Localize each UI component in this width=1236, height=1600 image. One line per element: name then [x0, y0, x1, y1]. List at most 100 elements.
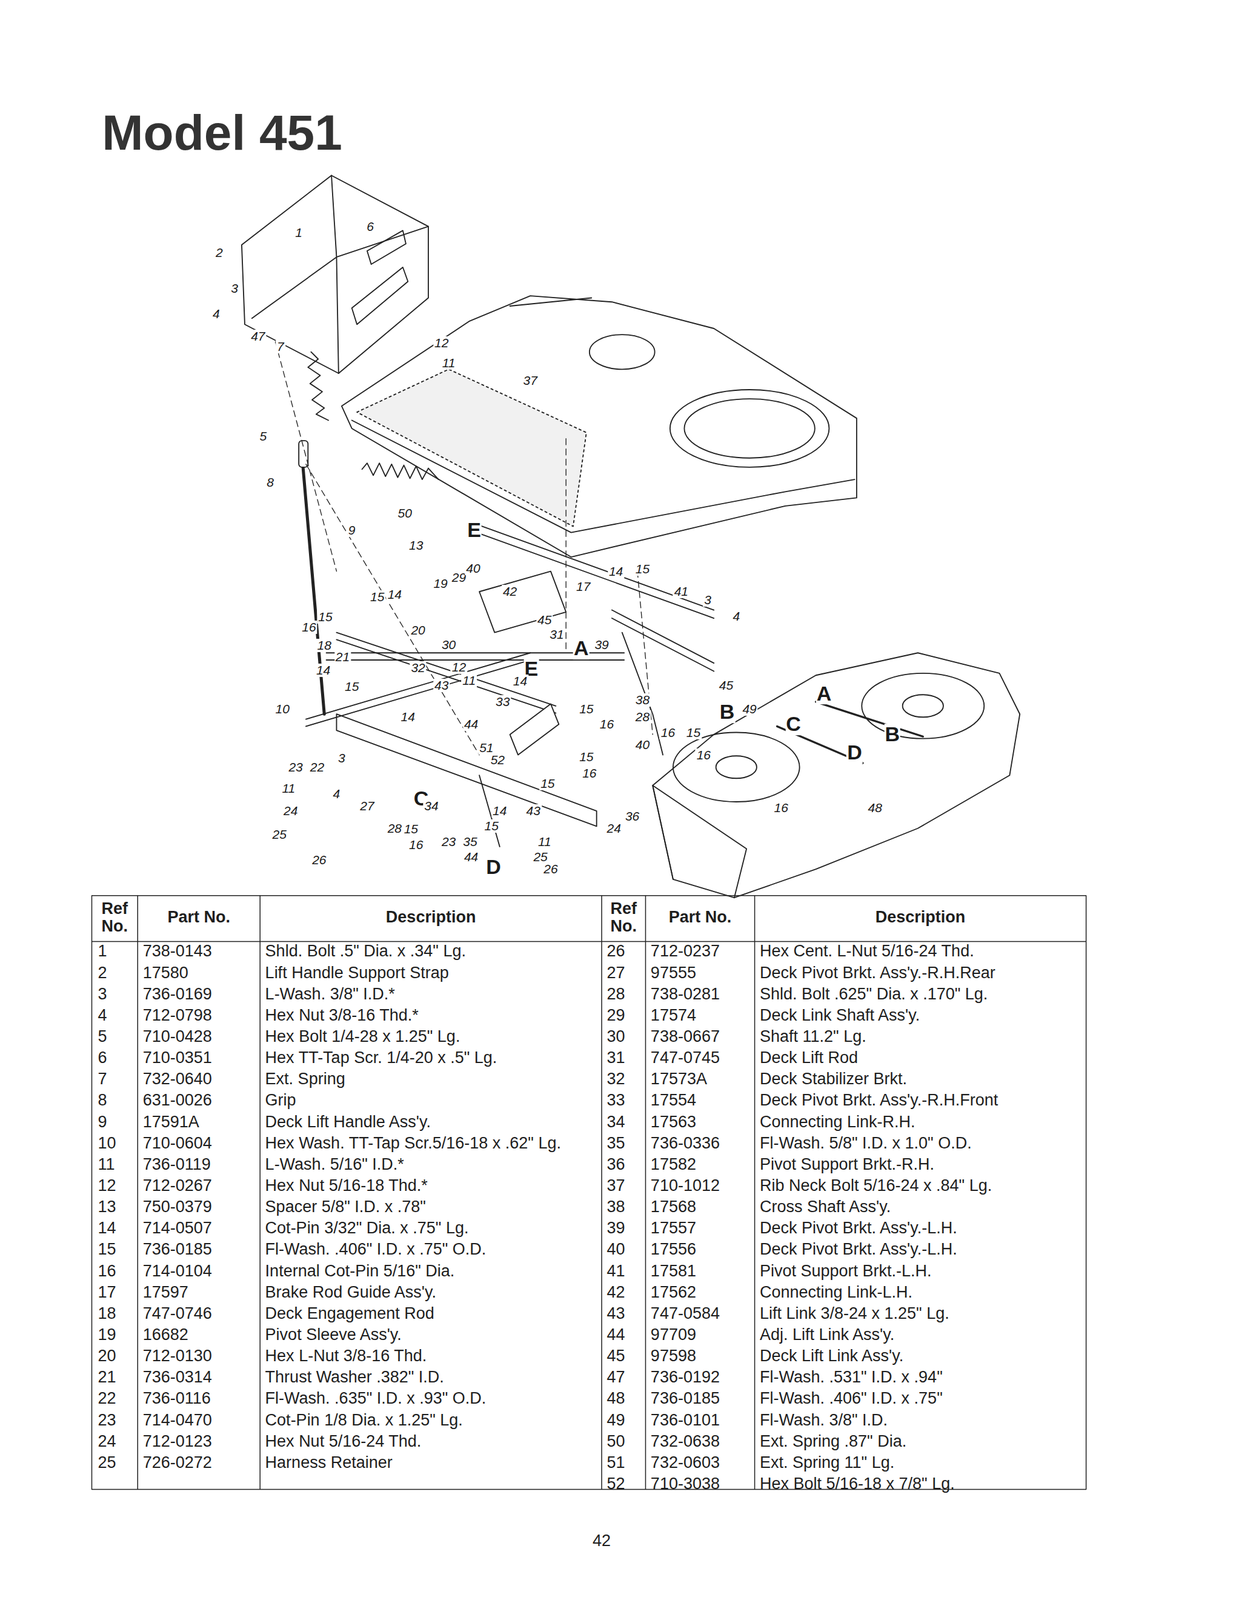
callout-number: 14 — [607, 564, 625, 579]
table-cell-anchor: 736-0169 — [142, 985, 213, 1004]
table-cell-anchor: 747-0746 — [142, 1304, 213, 1323]
table-cell: 714-0104 — [142, 1262, 213, 1281]
view-letter: A — [573, 637, 590, 660]
table-cell: 17574 — [650, 1006, 697, 1025]
table-cell-anchor: 6 — [98, 1048, 108, 1067]
table-cell: 732-0638 — [650, 1432, 720, 1451]
table-cell-anchor: 5 — [98, 1027, 108, 1046]
table-cell-anchor: Pivot Support Brkt.-R.H. — [759, 1155, 935, 1174]
callout-number-anchor: 49 — [740, 702, 758, 716]
table-cell-anchor: Grip — [265, 1091, 297, 1110]
diagram-title: Model 451 — [101, 107, 342, 158]
pulley — [861, 673, 984, 739]
table-cell: 11 — [98, 1155, 116, 1174]
table-cell-anchor: 714-0104 — [142, 1262, 213, 1281]
table-cell: 44 — [606, 1325, 625, 1344]
table-cell-anchor: 23 — [98, 1411, 117, 1430]
callout-number: 3 — [702, 593, 713, 607]
table-cell: Lift Handle Support Strap — [265, 963, 449, 983]
callout-number-anchor: 11 — [441, 356, 457, 370]
table-cell-anchor: 33 — [606, 1091, 625, 1110]
table-cell-anchor: Deck Pivot Brkt. Ass'y.-L.H. — [759, 1219, 958, 1238]
callout-number-anchor: 47 — [249, 329, 266, 343]
table-cell-anchor: 710-0428 — [142, 1027, 213, 1046]
table-cell-anchor: Deck Lift Handle Ass'y. — [265, 1113, 431, 1132]
callout-number: 14 — [511, 674, 529, 688]
callout-number-anchor: 18 — [316, 638, 333, 652]
callout-number-anchor: 22 — [309, 760, 326, 774]
table-cell: Hex Wash. TT-Tap Scr.5/16-18 x .62" Lg. — [265, 1134, 562, 1153]
table-cell: 21 — [98, 1368, 117, 1387]
callout-number: 5 — [258, 429, 268, 443]
table-cell: 15 — [98, 1240, 117, 1260]
table-cell-anchor: Deck Pivot Brkt. Ass'y.-R.H.Rear — [759, 963, 996, 983]
table-cell: 97555 — [650, 963, 697, 983]
table-cell-anchor: 710-3038 — [650, 1474, 720, 1493]
table-cell: 736-0101 — [650, 1411, 720, 1430]
callout-number: 15 — [483, 819, 500, 833]
pivot-support — [336, 713, 597, 826]
callout-number: 49 — [740, 702, 758, 716]
table-cell-anchor: 17554 — [650, 1091, 697, 1110]
callout-number-anchor: 32 — [409, 661, 426, 675]
table-cell: Fl-Wash. .635" I.D. x .93" O.D. — [265, 1389, 487, 1409]
callout-number: 47 — [249, 329, 266, 343]
table-cell: 97598 — [650, 1346, 697, 1366]
callout-number: 16 — [773, 800, 790, 815]
table-cell-anchor: 17581 — [650, 1262, 697, 1281]
callout-number-anchor: 16 — [773, 800, 790, 815]
callout-number: 16 — [695, 748, 712, 762]
opening — [670, 389, 830, 468]
table-cell: Ext. Spring .87" Dia. — [759, 1432, 907, 1451]
table-cell: 17554 — [650, 1091, 697, 1110]
callout-number-anchor: 11 — [461, 673, 477, 688]
table-cell-anchor: 25 — [98, 1453, 117, 1472]
callout-number-anchor: 44 — [462, 850, 480, 864]
callout-number: 7 — [275, 339, 286, 354]
table-cell: 17 — [98, 1283, 117, 1302]
table-cell-anchor: 27 — [606, 963, 625, 983]
table-cell-anchor: 17562 — [650, 1283, 697, 1302]
table-cell-anchor: 42 — [606, 1283, 625, 1302]
table-cell: 16682 — [142, 1325, 189, 1344]
table-cell-anchor: Rib Neck Bolt 5/16-24 x .84" Lg. — [759, 1176, 992, 1195]
table-cell: Pivot Support Brkt.-L.H. — [759, 1262, 932, 1281]
table-cell-anchor: 40 — [606, 1240, 625, 1260]
page-number: 42 — [592, 1531, 611, 1549]
table-cell-anchor: 712-0237 — [650, 942, 720, 961]
spring — [307, 352, 329, 421]
opening — [684, 398, 815, 459]
table-cell-anchor: 738-0667 — [650, 1027, 720, 1046]
table-cell: 10 — [98, 1134, 117, 1153]
table-cell-anchor: 18 — [98, 1304, 117, 1323]
opening — [589, 334, 655, 369]
table-cell: L-Wash. 5/16" I.D.* — [265, 1155, 405, 1174]
callout-number: 15 — [368, 590, 386, 604]
callout-number-anchor: 16 — [407, 837, 425, 852]
table-cell: 710-0428 — [142, 1027, 213, 1046]
table-cell-anchor: 52 — [606, 1474, 625, 1493]
table-header: Description — [756, 908, 1085, 926]
callout-number: 19 — [431, 576, 449, 591]
callout-number: 15 — [578, 750, 595, 764]
table-cell-anchor: Pivot Support Brkt.-L.H. — [759, 1262, 932, 1281]
table-cell: Deck Pivot Brkt. Ass'y.-R.H.Front — [759, 1091, 998, 1110]
table-header: Part No. — [647, 908, 753, 926]
table-cell-anchor: Fl-Wash. 5/8" I.D. x 1.0" O.D. — [759, 1134, 972, 1153]
table-cell: 30 — [606, 1027, 625, 1046]
table-cell-anchor: 736-0336 — [650, 1134, 720, 1153]
callout-number-anchor: 31 — [548, 627, 565, 642]
callout-number-anchor: 21 — [334, 650, 351, 664]
table-cell-anchor: 11 — [98, 1155, 116, 1174]
lift-link — [622, 632, 663, 755]
callout-number: 4 — [731, 609, 741, 623]
callout-number-anchor: 37 — [522, 373, 539, 388]
callout-number: 3 — [229, 281, 240, 296]
callout-number-anchor: 44 — [462, 717, 480, 731]
table-cell: 747-0746 — [142, 1304, 213, 1323]
callout-number-anchor: 23 — [287, 760, 304, 774]
table-cell: 17591A — [142, 1113, 200, 1132]
table-cell-anchor: 37 — [606, 1176, 625, 1195]
callout-number-anchor: 16 — [300, 620, 317, 634]
table-cell: 6 — [98, 1048, 108, 1067]
